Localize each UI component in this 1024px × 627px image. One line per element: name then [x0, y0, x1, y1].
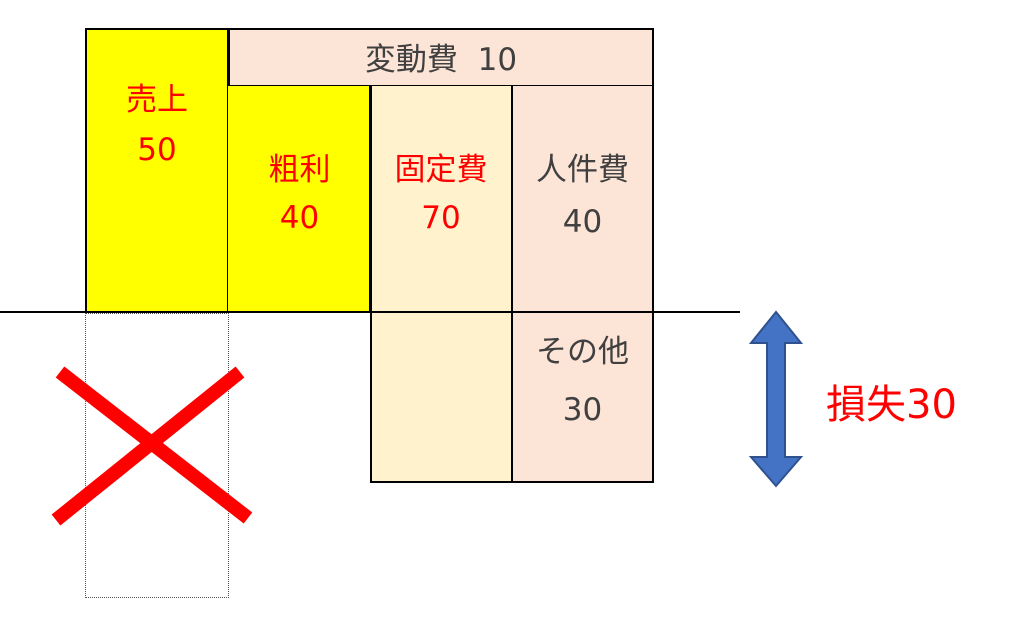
other-cost-box [511, 312, 654, 483]
x-mark-icon [51, 366, 253, 526]
sales-value: 50 [137, 132, 177, 168]
personnel-cost-label: 人件費 [536, 152, 629, 188]
double-arrow-icon [748, 310, 804, 488]
other-cost-value: 30 [562, 392, 603, 428]
gross-profit-box [228, 86, 371, 313]
other-cost-label: その他 [536, 334, 629, 370]
personnel-cost-value: 40 [562, 204, 603, 240]
fixed-cost-box [370, 86, 512, 483]
sales-box [85, 28, 229, 313]
gross-profit-label: 粗利 [268, 152, 331, 188]
fixed-cost-label: 固定費 [394, 152, 488, 188]
loss-label: 損失30 [826, 382, 957, 428]
personnel-cost-box [511, 86, 654, 313]
fixed-cost-value: 70 [421, 200, 461, 236]
dotted-placeholder-box [85, 313, 229, 598]
sales-label: 売上 [126, 82, 188, 118]
variable-cost-label: 変動費 10 [364, 42, 518, 78]
gross-profit-value: 40 [279, 200, 320, 236]
baseline [0, 311, 740, 313]
